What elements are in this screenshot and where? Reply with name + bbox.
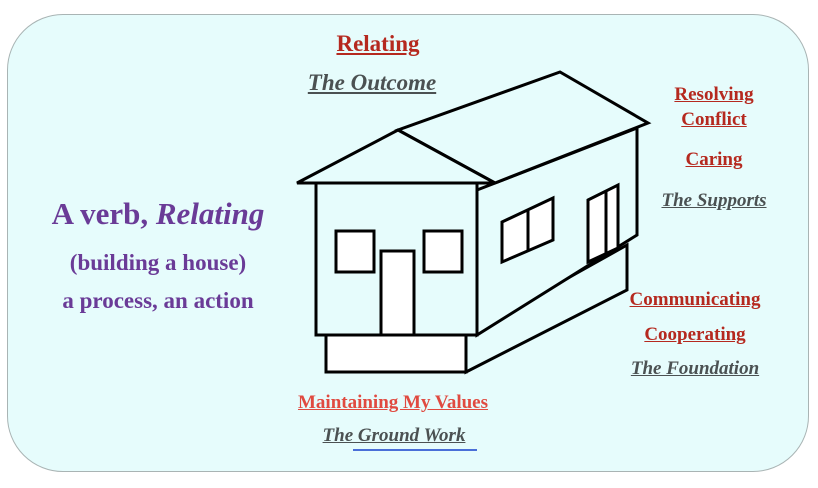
front-window-left <box>334 229 376 274</box>
outcome-label: Relating <box>336 31 420 56</box>
supports-label-caring: Caring <box>685 149 743 170</box>
outcome-caption: The Outcome <box>307 70 437 95</box>
groundwork-underline <box>353 449 477 451</box>
left-subtitle: (building a house) <box>69 250 247 275</box>
side-door <box>586 182 620 265</box>
foundation-label-communicating: Communicating <box>629 289 761 310</box>
house-foundation <box>324 333 468 374</box>
front-door <box>379 249 416 337</box>
foundation-label-cooperating: Cooperating <box>644 324 746 345</box>
front-window-right <box>422 229 464 274</box>
house-gable <box>296 128 496 185</box>
groundwork-label: Maintaining My Values <box>297 392 489 413</box>
groundwork-caption: The Ground Work <box>322 425 466 446</box>
foundation-caption: The Foundation <box>630 358 760 379</box>
left-title: A verb, Relating <box>51 196 265 231</box>
supports-caption: The Supports <box>661 190 767 211</box>
supports-label-resolving: Resolving <box>674 84 754 105</box>
supports-label-conflict: Conflict <box>681 109 747 130</box>
left-description: a process, an action <box>62 288 254 313</box>
